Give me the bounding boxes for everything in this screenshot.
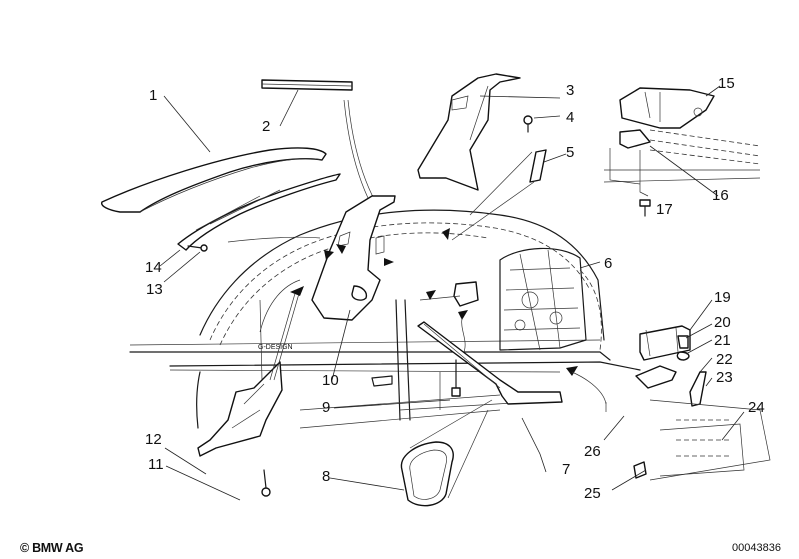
part-4-screw [523, 115, 533, 133]
direction-arrows [324, 228, 578, 376]
callout-14: 14 [145, 259, 162, 276]
car-body-outline: G-DESIGN [129, 209, 641, 429]
part-25-plug [633, 461, 647, 479]
part-11-screw [261, 469, 271, 497]
body-marking-text: G-DESIGN [258, 344, 293, 351]
detail-top-right [603, 87, 761, 197]
callout-2: 2 [262, 118, 271, 135]
callout-22: 22 [716, 351, 733, 368]
leader-lines [159, 85, 745, 501]
part-12-lower-trim [197, 361, 283, 457]
callout-19: 19 [714, 289, 731, 306]
callout-6: 6 [604, 255, 613, 272]
part-3-pillar-trim [417, 73, 521, 191]
part-2-trim-strip [261, 79, 353, 91]
part-9-screw [451, 359, 461, 397]
callout-23: 23 [716, 369, 733, 386]
callout-24: 24 [748, 399, 765, 416]
callout-5: 5 [566, 144, 575, 161]
callout-25: 25 [584, 485, 601, 502]
callout-13: 13 [146, 281, 163, 298]
part-17-bolt [639, 199, 651, 217]
callout-15: 15 [718, 75, 735, 92]
callout-7: 7 [562, 461, 571, 478]
part-7-sill-trim [417, 321, 563, 405]
callout-8: 8 [322, 468, 331, 485]
part-1-roof-panel [101, 147, 341, 251]
callout-9: 9 [322, 399, 331, 416]
callout-1: 1 [149, 87, 158, 104]
callout-26: 26 [584, 443, 601, 460]
copyright-text: © BMW AG [20, 541, 84, 555]
detail-bottom-right [605, 325, 771, 481]
callout-12: 12 [145, 431, 162, 448]
callout-20: 20 [714, 314, 731, 331]
part-8-grommet [400, 441, 454, 507]
callout-16: 16 [712, 187, 729, 204]
callout-4: 4 [566, 109, 575, 126]
part-13-screw [187, 244, 208, 252]
callout-17: 17 [656, 201, 673, 218]
part-5-bracket [529, 149, 547, 183]
part-10-b-pillar-trim [311, 195, 396, 321]
callout-21: 21 [714, 332, 731, 349]
callout-10: 10 [322, 372, 339, 389]
callout-3: 3 [566, 82, 575, 99]
callout-11: 11 [148, 456, 164, 473]
image-number: 00043836 [732, 542, 781, 554]
part-6-rear-interior-assembly [499, 247, 602, 351]
